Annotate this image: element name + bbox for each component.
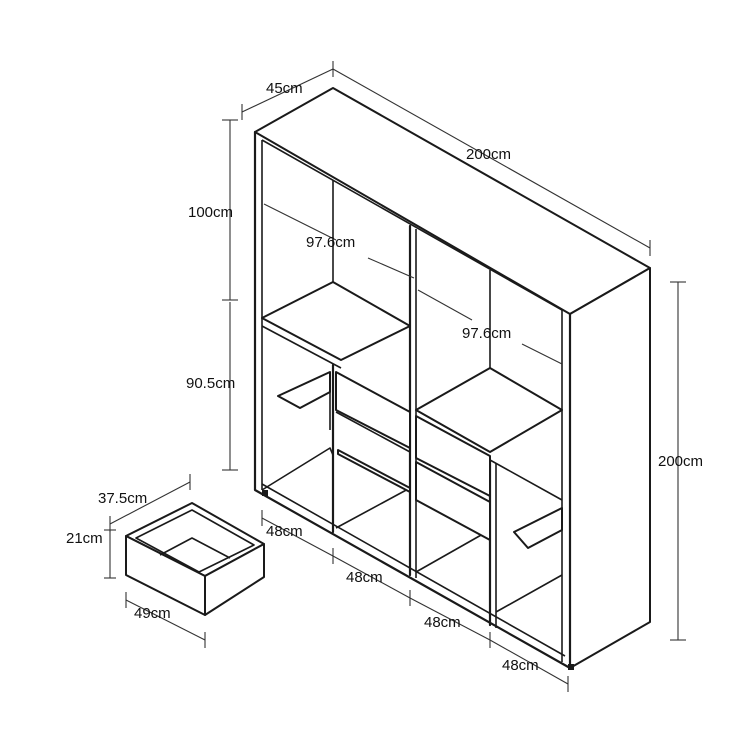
upper-right-shelf-front xyxy=(489,459,563,501)
lower-floor-shelf-4 xyxy=(495,574,563,613)
drawer-front-3 xyxy=(415,415,491,497)
lower-right-small-shelf xyxy=(513,507,563,549)
label-bay-4: 48cm xyxy=(502,657,539,674)
drawer-front-2 xyxy=(337,449,411,493)
label-shelf-upper-left: 97.6cm xyxy=(306,234,355,251)
dimension-lines xyxy=(104,61,686,692)
loose-drawer-side xyxy=(204,543,265,616)
lower-floor-shelf-2 xyxy=(335,487,411,529)
drawer-front-4 xyxy=(415,461,491,541)
label-drawer-width: 49cm xyxy=(134,605,171,622)
label-height-upper: 100cm xyxy=(188,204,233,221)
label-height-total: 200cm xyxy=(658,453,703,470)
lower-floor-shelf-3 xyxy=(415,529,491,573)
label-bay-1: 48cm xyxy=(266,523,303,540)
loose-drawer-inner xyxy=(135,509,255,573)
drawer-gap-line xyxy=(335,411,411,453)
loose-drawer xyxy=(125,502,265,616)
label-height-lower: 90.5cm xyxy=(186,375,235,392)
cabinet-foot-left xyxy=(262,490,268,496)
cabinet-top-panel xyxy=(254,87,651,315)
upper-right-shelf xyxy=(415,367,563,453)
label-bay-3: 48cm xyxy=(424,614,461,631)
cabinet-right-side-panel xyxy=(569,267,651,669)
cabinet xyxy=(253,87,651,670)
label-depth: 45cm xyxy=(266,80,303,97)
label-width-top: 200cm xyxy=(466,146,511,163)
upper-left-shelf xyxy=(261,281,411,361)
label-shelf-upper-right: 97.6cm xyxy=(462,325,511,342)
cabinet-bottom-edge xyxy=(261,483,566,657)
loose-drawer-inner-floor xyxy=(159,537,231,559)
label-drawer-height: 21cm xyxy=(66,530,103,547)
label-drawer-depth: 37.5cm xyxy=(98,490,147,507)
label-bay-2: 48cm xyxy=(346,569,383,586)
lower-left-small-shelf xyxy=(277,371,331,409)
cabinet-inner-top-edge xyxy=(261,139,563,311)
drawer-front-1 xyxy=(335,371,411,449)
lower-floor-shelf-1 xyxy=(261,447,334,491)
upper-left-shelf-front xyxy=(261,325,342,369)
dimension-labels: 45cm 200cm 100cm 90.5cm 200cm 97.6cm 97.… xyxy=(66,80,703,674)
cabinet-front-outline xyxy=(253,130,572,670)
cabinet-foot-right xyxy=(568,664,574,670)
